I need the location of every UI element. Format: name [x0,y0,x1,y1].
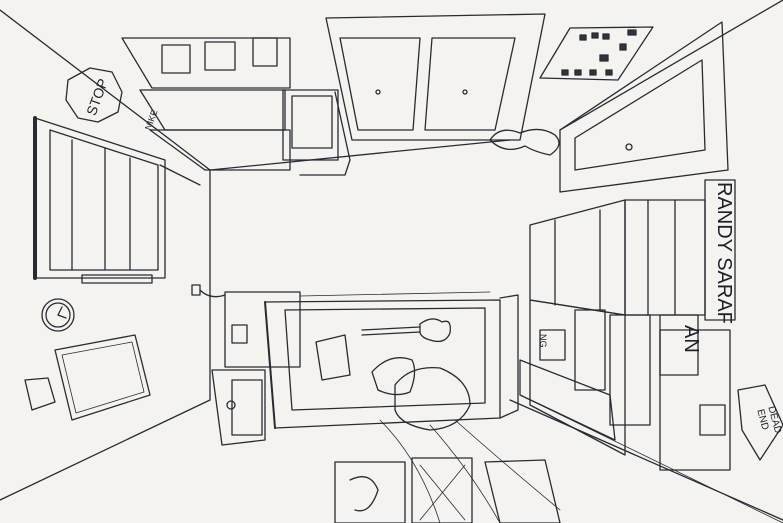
hanging-clothes [489,128,560,156]
banner-fragment-text: AN [680,325,702,353]
computer-monitor [224,291,301,368]
bookshelf [519,199,626,456]
guitar [361,318,451,343]
ceiling-shelf [121,37,351,176]
bed [264,291,519,429]
floor-lines [379,394,783,523]
floor-poster-right [484,459,561,523]
wall-clock [41,298,75,332]
pillows [371,357,471,431]
computer-tower [211,369,266,446]
floor-poster-left [334,461,406,523]
dead-end-sign [737,384,783,461]
shelf-box-text: NG [538,334,548,348]
stop-sign [65,67,123,123]
outlet-cable [191,284,226,298]
name-banner [659,179,736,376]
right-door [559,21,729,193]
name-banner-text: RANDY SARAF [713,182,735,324]
floor-poster-middle [411,457,473,523]
ceiling-door [325,13,546,141]
bulletin-board [24,334,151,421]
left-window [33,116,201,284]
ceiling-poster [539,26,654,81]
trash-can [315,334,351,381]
